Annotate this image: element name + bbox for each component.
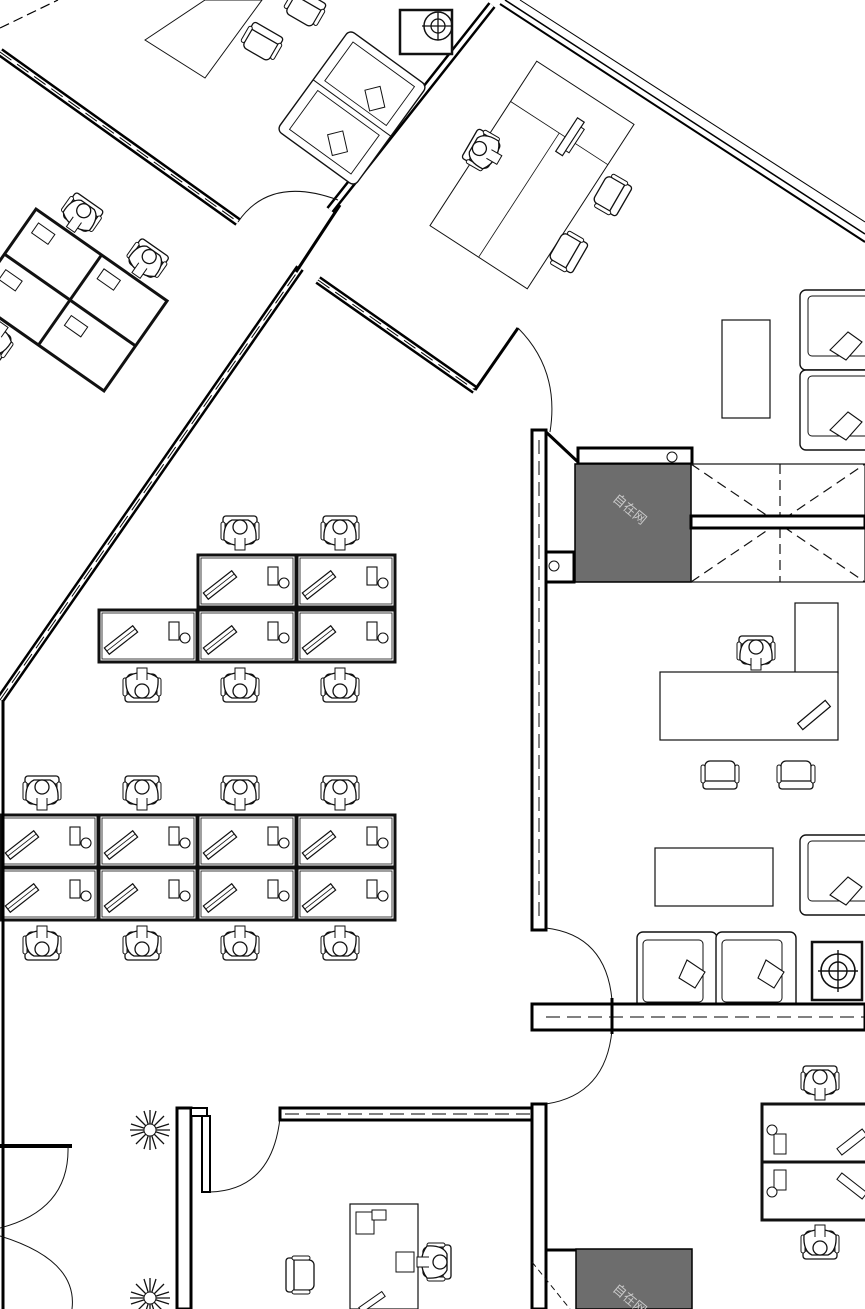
door-swings (237, 190, 553, 433)
left-rotated-cluster (0, 190, 172, 394)
central-workstations-lower (0, 775, 397, 961)
top-left-room (144, 0, 454, 185)
bottom-room: 自在网 (175, 1102, 693, 1309)
central-workstations-upper (97, 515, 397, 703)
middle-right-office (636, 602, 865, 1011)
left-edge-wall (0, 700, 73, 1309)
vertical-wall (530, 428, 694, 932)
diagonal-walls (0, 0, 865, 703)
top-right-office (429, 60, 635, 290)
plant-lower (129, 1277, 171, 1309)
core-shaft: 自在网 (574, 463, 865, 583)
right-horizontal-wall (530, 927, 865, 1105)
upper-right-lounge (721, 289, 865, 451)
bottom-right-workstations (760, 1065, 865, 1260)
plant-upper (129, 1109, 171, 1151)
exhaust-hood-top (398, 8, 454, 56)
